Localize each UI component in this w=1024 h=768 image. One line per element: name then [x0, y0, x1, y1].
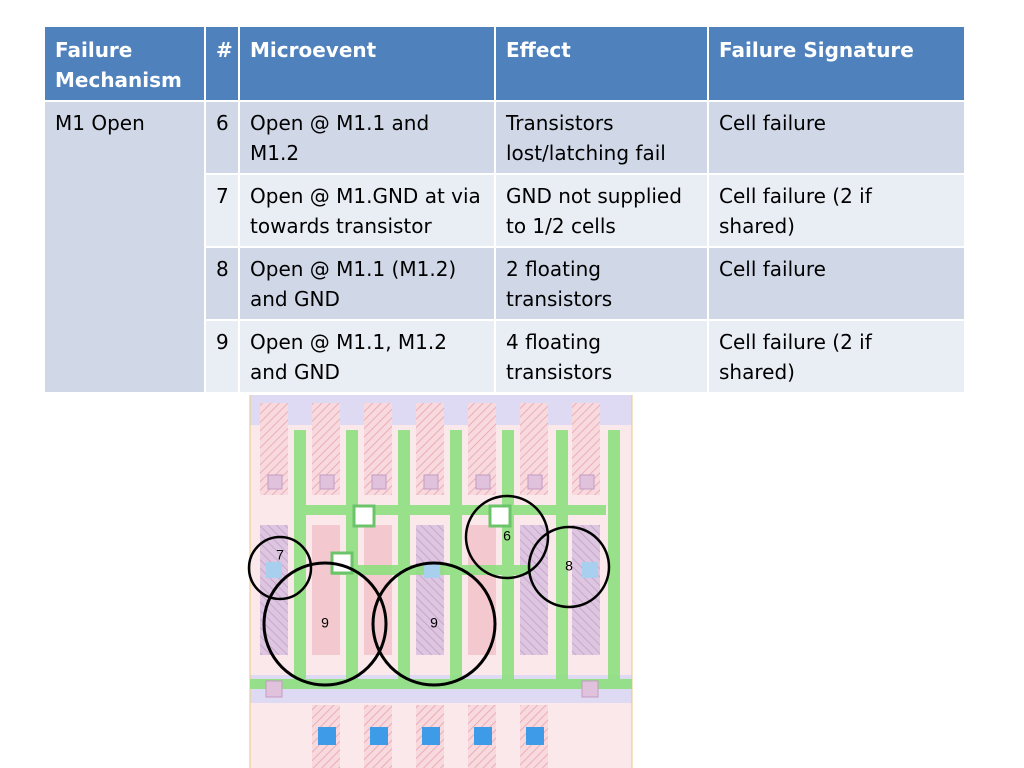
header-failure-mechanism: Failure Mechanism: [43, 25, 206, 102]
signature-cell: Cell failure (2 if shared): [707, 173, 966, 248]
marker-9-right-label: 9: [430, 615, 438, 631]
marker-8-label: 8: [565, 558, 573, 574]
header-failure-signature: Failure Signature: [707, 25, 966, 102]
header-number: #: [204, 25, 240, 102]
cell-layout-image: 6 7 8 9 9: [247, 395, 633, 768]
mechanism-cell: M1 Open: [43, 100, 206, 394]
table-row: 9 Open @ M1.1, M1.2 and GND 4 floating t…: [44, 319, 966, 394]
header-microevent: Microevent: [238, 25, 496, 102]
signature-cell: Cell failure: [707, 246, 966, 321]
microevent-cell: Open @ M1.1 and M1.2: [238, 100, 496, 175]
marker-7-label: 7: [276, 547, 284, 563]
marker-8: 8: [527, 525, 611, 609]
marker-9-left: 9: [262, 561, 388, 687]
table-header-row: Failure Mechanism # Microevent Effect Fa…: [43, 25, 966, 102]
marker-7: 7: [247, 535, 313, 601]
table-row: M1 Open 6 Open @ M1.1 and M1.2 Transisto…: [43, 100, 966, 394]
row-number: 8: [204, 246, 240, 321]
marker-6: 6: [464, 494, 550, 580]
effect-cell: Transistors lost/latching fail: [494, 100, 709, 175]
signature-cell: Cell failure (2 if shared): [707, 319, 966, 394]
row-number: 7: [204, 173, 240, 248]
table-row: 7 Open @ M1.GND at via towards transisto…: [44, 173, 966, 248]
row-number: 9: [204, 319, 240, 394]
table-row: 8 Open @ M1.1 (M1.2) and GND 2 floating …: [44, 246, 966, 321]
marker-9-right: 9: [371, 561, 497, 687]
failure-table: Failure Mechanism # Microevent Effect Fa…: [43, 25, 966, 394]
header-effect: Effect: [494, 25, 709, 102]
marker-9-left-label: 9: [321, 615, 329, 631]
microevent-cell: Open @ M1.1 (M1.2) and GND: [238, 246, 496, 321]
marker-6-label: 6: [503, 528, 511, 544]
effect-cell: 4 floating transistors: [494, 319, 709, 394]
microevent-cell: Open @ M1.GND at via towards transistor: [238, 173, 496, 248]
effect-cell: 2 floating transistors: [494, 246, 709, 321]
microevent-cell: Open @ M1.1, M1.2 and GND: [238, 319, 496, 394]
failure-markers: 6 7 8 9 9: [247, 494, 611, 687]
signature-cell: Cell failure: [707, 100, 966, 175]
effect-cell: GND not supplied to 1/2 cells: [494, 173, 709, 248]
row-number: 6: [204, 100, 240, 175]
